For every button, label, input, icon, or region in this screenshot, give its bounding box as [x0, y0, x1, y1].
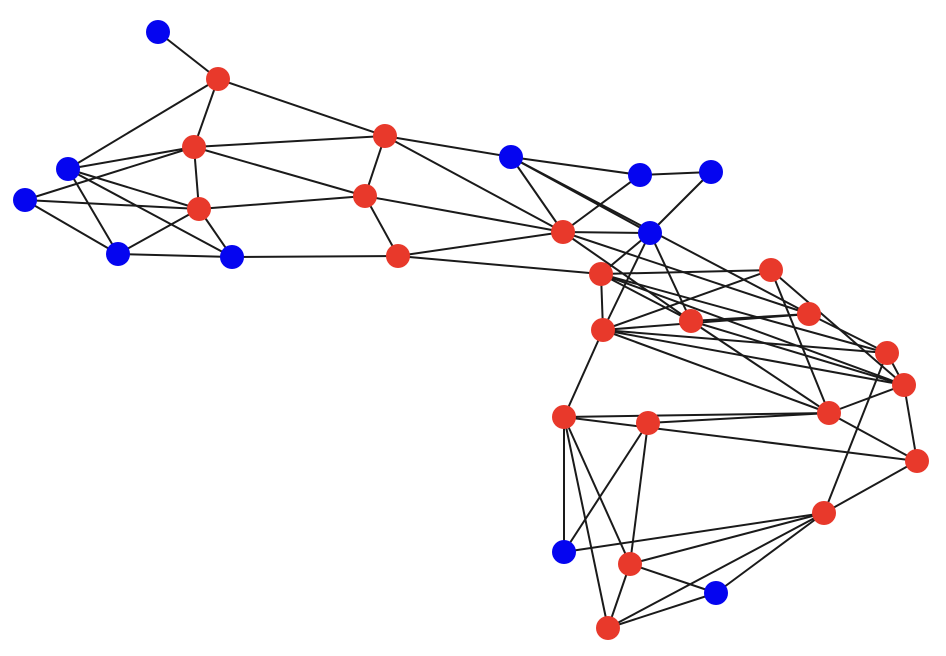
edge-b8-b9: [649, 171, 712, 234]
edge-r12-r15: [690, 320, 830, 414]
edge-r11-r13: [602, 329, 888, 354]
edge-b10-r18: [563, 422, 649, 553]
node-red-r8: [589, 262, 613, 286]
edge-r1-r2: [193, 78, 219, 148]
edge-r9-r15: [770, 269, 830, 414]
node-blue-b5: [220, 245, 244, 269]
edge-r7-b9: [562, 231, 651, 234]
node-blue-b10: [552, 540, 576, 564]
edge-r3-b4: [117, 208, 200, 255]
node-red-r19: [812, 501, 836, 525]
edge-b2-r3: [67, 168, 200, 210]
node-red-r18: [636, 411, 660, 435]
edge-r12-r14: [690, 320, 905, 386]
edge-r4-r7: [384, 135, 564, 233]
node-red-r16: [905, 449, 929, 473]
edge-b3-b4: [24, 199, 119, 255]
edge-r3-r5: [198, 195, 366, 210]
edge-b3-r3: [24, 199, 200, 210]
edge-r8-r12: [600, 273, 692, 322]
edge-r19-b11: [715, 512, 825, 594]
edge-r2-r4: [193, 135, 386, 148]
node-red-r9: [759, 258, 783, 282]
edge-r18-r20: [629, 422, 649, 565]
edge-r2-r5: [193, 146, 366, 197]
node-red-r15: [817, 401, 841, 425]
edge-r4-b6: [384, 135, 512, 158]
edge-r16-r19: [823, 460, 918, 514]
node-red-r6: [386, 244, 410, 268]
edge-r8-r14: [600, 273, 905, 386]
node-blue-b2: [56, 157, 80, 181]
edge-r14-r16: [903, 384, 918, 462]
node-red-r17: [552, 405, 576, 429]
edge-b6-r7: [510, 156, 564, 233]
node-red-r3: [187, 197, 211, 221]
edge-r10-r12: [690, 313, 810, 322]
node-red-r7: [551, 220, 575, 244]
edge-r9-r11: [602, 269, 772, 331]
node-red-r5: [353, 184, 377, 208]
edge-r13-r19: [823, 352, 888, 514]
node-red-r2: [182, 135, 206, 159]
edge-r1-b2: [67, 78, 219, 170]
node-red-r1: [206, 67, 230, 91]
edge-r8-r9: [600, 269, 772, 275]
node-red-r11: [591, 318, 615, 342]
node-blue-b11: [704, 581, 728, 605]
edge-r17-r21: [563, 416, 609, 629]
edge-r1-r4: [217, 78, 386, 137]
edge-b1-r1: [157, 31, 219, 80]
edge-r2-b2: [67, 146, 195, 170]
node-blue-b4: [106, 242, 130, 266]
edge-r15-r16: [828, 412, 918, 462]
edge-r15-r18: [647, 412, 830, 424]
edge-r17-r20: [563, 416, 631, 565]
edge-r10-r13: [808, 313, 888, 354]
node-red-r4: [373, 124, 397, 148]
node-red-r12: [679, 309, 703, 333]
edge-r11-r14: [602, 329, 905, 386]
edge-r19-r21: [607, 512, 825, 629]
node-blue-b3: [13, 188, 37, 212]
edge-r6-r8: [397, 255, 602, 275]
edge-r7-r12: [562, 231, 692, 322]
node-blue-b9: [638, 221, 662, 245]
edge-b11-r20: [629, 563, 717, 594]
edge-b9-r12: [649, 232, 692, 322]
node-red-r10: [797, 302, 821, 326]
edge-b7-r7: [562, 174, 641, 233]
edge-b4-b5: [117, 253, 233, 258]
edge-b10-r19: [563, 512, 825, 553]
edge-r2-b3: [24, 146, 195, 201]
edge-r19-r20: [629, 512, 825, 565]
edge-b2-b5: [67, 168, 233, 258]
node-blue-b6: [499, 145, 523, 169]
edge-r16-r17: [563, 416, 918, 462]
node-red-r13: [875, 341, 899, 365]
node-blue-b7: [628, 163, 652, 187]
node-red-r14: [892, 373, 916, 397]
edge-b5-r6: [231, 255, 399, 258]
edge-r5-r7: [364, 195, 564, 233]
node-blue-b1: [146, 20, 170, 44]
edge-r15-r17: [563, 412, 830, 418]
node-layer: [13, 20, 929, 640]
edge-r11-r15: [602, 329, 830, 414]
edge-r6-r7: [397, 231, 564, 257]
edge-b6-b7: [510, 156, 641, 176]
node-red-r21: [596, 616, 620, 640]
edge-b2-b4: [67, 168, 119, 255]
edge-r8-r13: [600, 273, 888, 354]
edge-r11-r17: [563, 329, 604, 418]
edge-r14-r15: [828, 384, 905, 414]
edge-layer: [24, 31, 918, 629]
node-blue-b8: [699, 160, 723, 184]
edge-b11-r21: [607, 592, 717, 629]
node-red-r20: [618, 552, 642, 576]
